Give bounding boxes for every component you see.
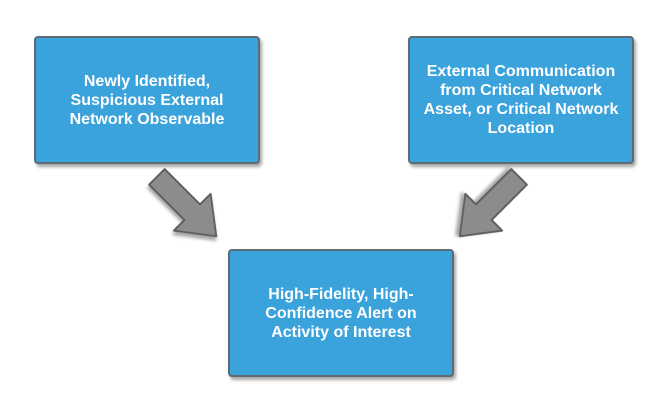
node-external-communication: External Communication from Critical Net… [408, 36, 634, 164]
arrow-left-to-bottom [148, 168, 218, 238]
node-external-communication-label: External Communication from Critical Net… [423, 63, 619, 137]
node-high-fidelity-alert: High-Fidelity, High-Confidence Alert on … [228, 249, 454, 377]
node-suspicious-observable-label: Newly Identified, Suspicious External Ne… [69, 72, 225, 128]
node-suspicious-observable: Newly Identified, Suspicious External Ne… [34, 36, 260, 164]
node-high-fidelity-alert-label: High-Fidelity, High-Confidence Alert on … [265, 285, 417, 341]
arrow-right-to-bottom [458, 168, 528, 238]
